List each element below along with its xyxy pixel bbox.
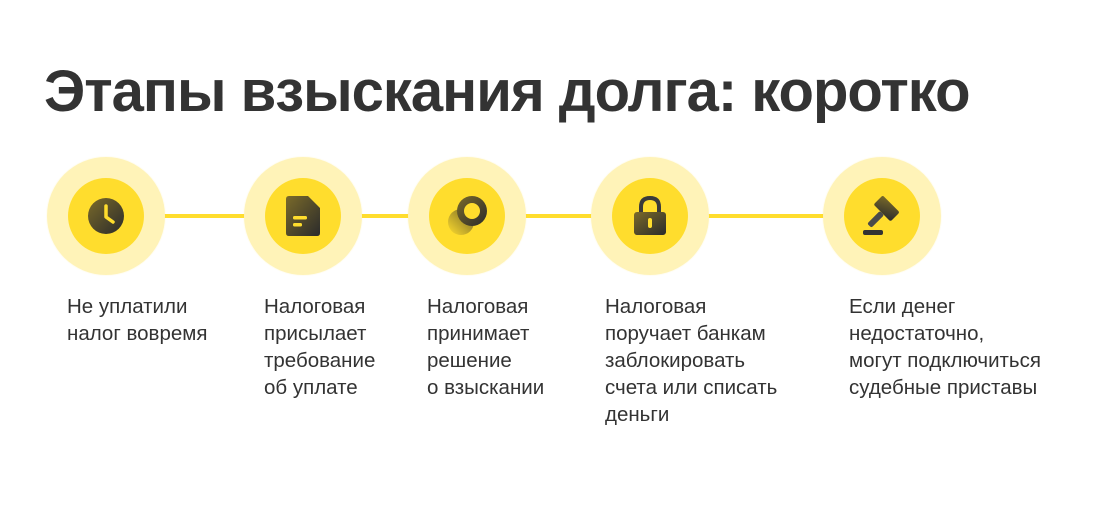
- step-5-circle: [823, 157, 941, 275]
- step-4-text: Налоговая поручает банкам заблокировать …: [605, 295, 778, 426]
- clock-icon: [87, 197, 125, 235]
- step-5-inner-circle: [844, 178, 920, 254]
- step-2-circle: [244, 157, 362, 275]
- page-title: Этапы взыскания долга: коротко: [44, 59, 970, 124]
- step-2-text: Налоговая присылает требование об уплате: [264, 295, 376, 399]
- coins-icon: [446, 195, 488, 237]
- step-3-circle: [408, 157, 526, 275]
- step-5-text: Если денег недостаточно, могут подключит…: [849, 295, 1041, 399]
- gavel-icon: [861, 195, 903, 237]
- document-icon: [286, 196, 320, 236]
- step-4-inner-circle: [612, 178, 688, 254]
- lock-icon: [633, 196, 667, 236]
- step-1-text: Не уплатили налог вовремя: [67, 295, 208, 345]
- step-2-inner-circle: [265, 178, 341, 254]
- step-3-inner-circle: [429, 178, 505, 254]
- step-1-circle: [47, 157, 165, 275]
- step-1-inner-circle: [68, 178, 144, 254]
- step-3-text: Налоговая принимает решение о взыскании: [427, 295, 545, 399]
- step-4-circle: [591, 157, 709, 275]
